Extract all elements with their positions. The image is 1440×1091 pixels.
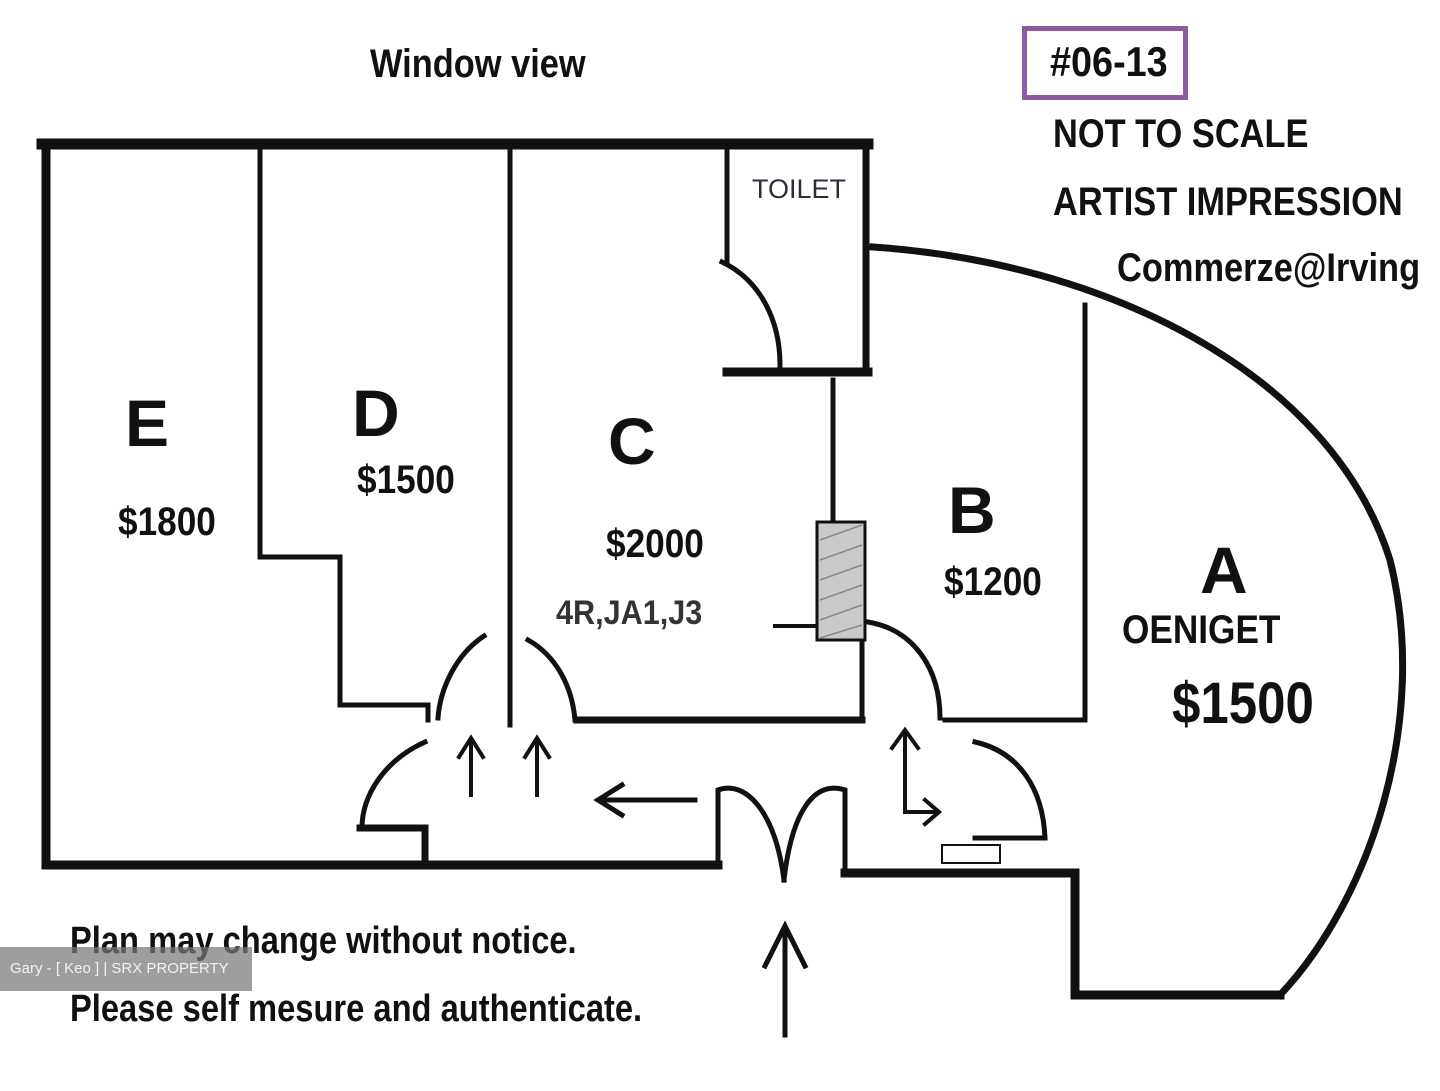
arrow-up-b bbox=[889, 726, 921, 814]
room-b-letter: B bbox=[948, 473, 996, 547]
room-a-letter: A bbox=[1200, 533, 1248, 607]
toilet-door bbox=[718, 258, 783, 368]
room-b-price: $1200 bbox=[944, 560, 1042, 604]
door-b bbox=[865, 619, 943, 721]
watermark: Gary - [ Keo ] | SRX PROPERTY bbox=[0, 947, 252, 991]
room-c-price: $2000 bbox=[606, 522, 704, 566]
toilet-label: TOILET bbox=[752, 174, 847, 204]
building-name: Commerze@Irving bbox=[1117, 246, 1421, 290]
artist-impression-label: ARTIST IMPRESSION bbox=[1053, 180, 1403, 224]
door-c bbox=[524, 636, 578, 723]
partition-e-d bbox=[257, 149, 431, 723]
not-to-scale-label: NOT TO SCALE bbox=[1053, 112, 1309, 156]
room-a-extra-text: OENIGET bbox=[1122, 608, 1281, 652]
door-e bbox=[359, 738, 429, 831]
arrow-up-d bbox=[456, 734, 486, 797]
main-door-left bbox=[715, 785, 787, 883]
room-e-letter: E bbox=[125, 386, 170, 460]
room-c-extra-text: 4R,JA1,J3 bbox=[556, 594, 703, 632]
door-d bbox=[435, 632, 488, 721]
arrow-up-c bbox=[522, 734, 552, 797]
unit-number: #06-13 bbox=[1050, 38, 1168, 85]
unit-number-box bbox=[1022, 26, 1188, 100]
wall-e-bottom-stub bbox=[356, 824, 429, 864]
note-line-2: Please self mesure and authenticate. bbox=[70, 988, 643, 1030]
arrow-entrance bbox=[761, 920, 809, 1038]
curved-wall bbox=[869, 243, 1407, 1000]
arrow-right-a bbox=[903, 797, 943, 827]
door-a bbox=[972, 739, 1048, 841]
room-d-price: $1500 bbox=[357, 458, 455, 502]
arrow-left bbox=[593, 781, 698, 819]
room-a-price: $1500 bbox=[1172, 671, 1314, 736]
main-door-right bbox=[781, 785, 848, 883]
window-view-label: Window view bbox=[370, 42, 586, 86]
room-d-letter: D bbox=[352, 376, 400, 450]
room-c-letter: C bbox=[608, 404, 656, 478]
room-e-price: $1800 bbox=[118, 500, 216, 544]
pillar bbox=[815, 520, 867, 642]
step bbox=[941, 844, 1001, 864]
